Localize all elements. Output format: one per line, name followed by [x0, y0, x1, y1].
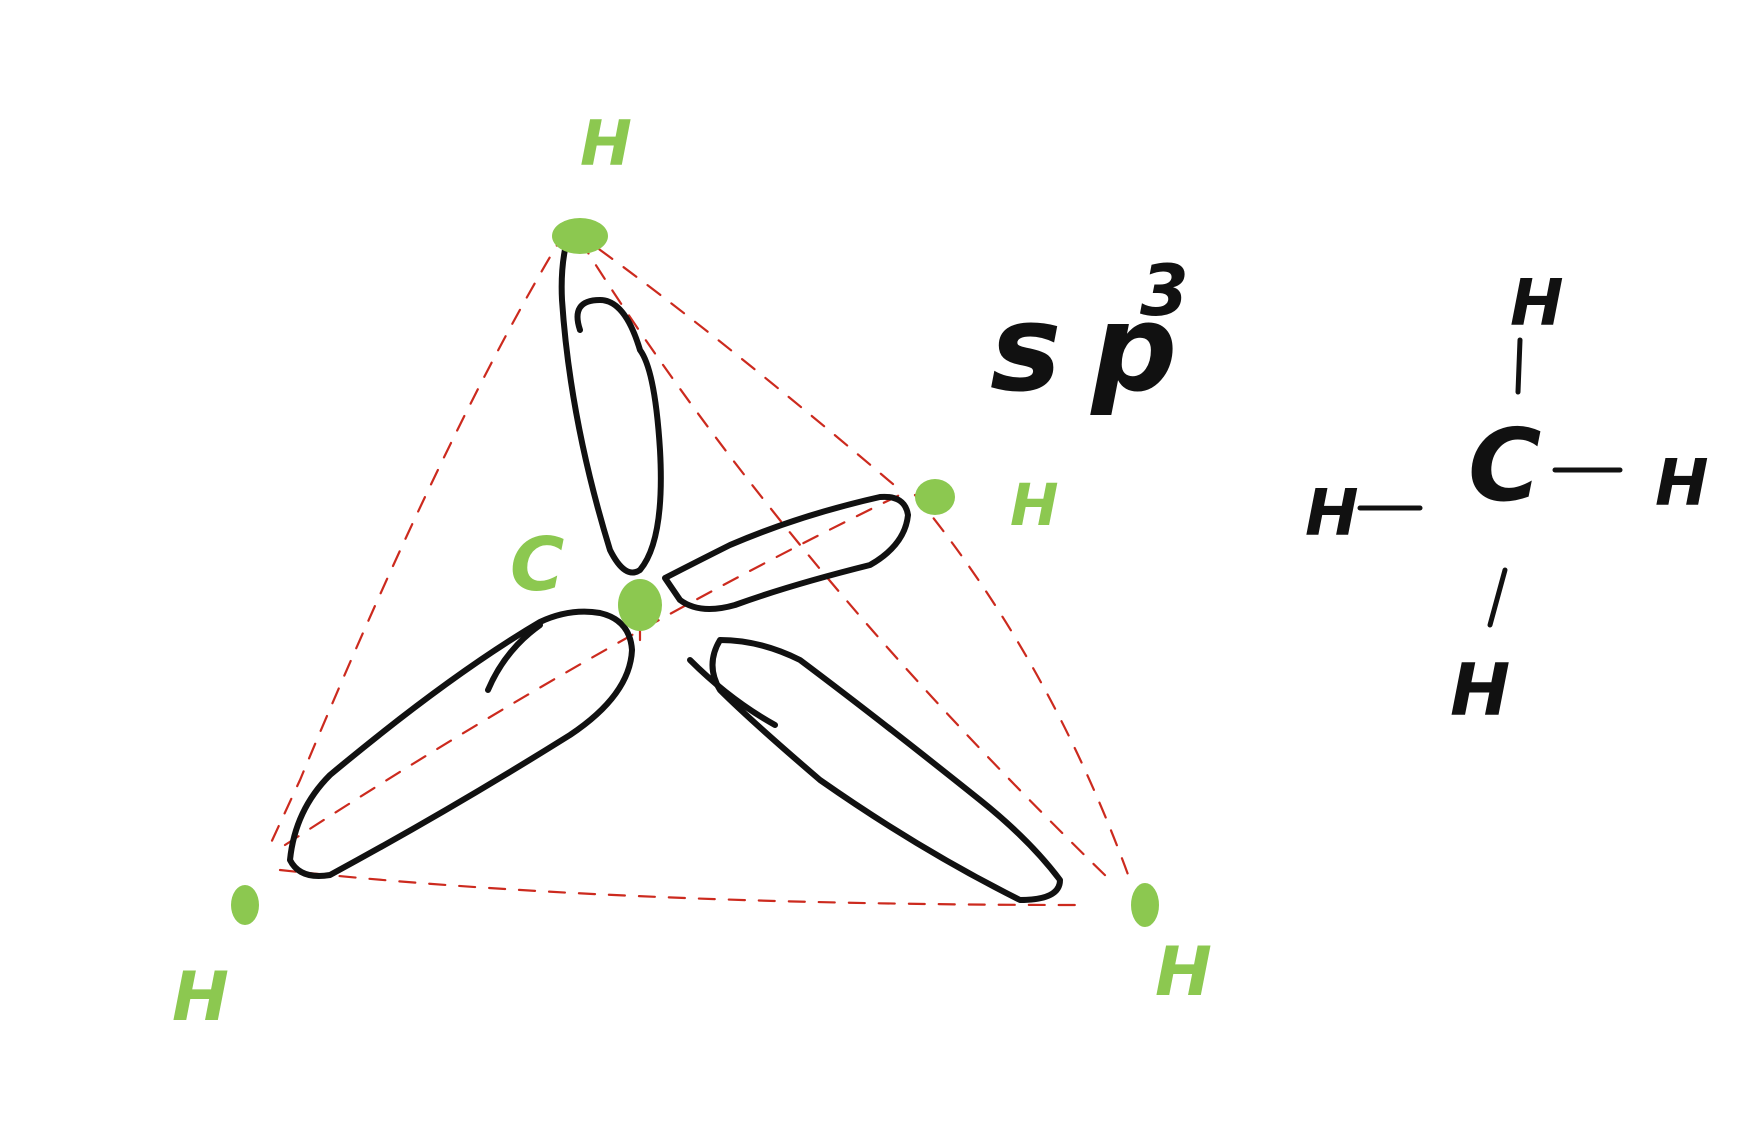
atom-marker-bottomright-h [1131, 883, 1159, 927]
edge-left-right [283, 488, 912, 847]
formula-h-bottom: H [1450, 648, 1510, 732]
orbital-lobe-top [558, 227, 664, 576]
hybridization-text: sp [990, 280, 1207, 419]
atom-marker-right-h [915, 479, 955, 515]
orbital-lobe-bottom-right-tail [687, 657, 778, 728]
atom-marker-top-h [552, 218, 608, 254]
tetrahedron-edges [268, 230, 1132, 907]
formula-h-top: H [1510, 267, 1564, 341]
formula-h-left: H [1305, 477, 1359, 551]
atom-markers [231, 218, 1159, 927]
orbital-lobe-bottom-left-tail [485, 622, 543, 693]
structural-formula: H C H H H [1305, 267, 1709, 732]
carbon-label: C [510, 522, 564, 608]
orbital-lobe-right [662, 493, 911, 612]
hydrogen-label-top: H [580, 107, 632, 180]
hydrogen-label-left: H [172, 958, 229, 1037]
formula-bond-bottom [1487, 567, 1508, 628]
hydrogen-label-bottomright: H [1155, 933, 1212, 1012]
formula-bond-top [1515, 337, 1523, 395]
orbital-lobe-bottom-right [709, 637, 1063, 903]
formula-c-center: C [1468, 407, 1541, 524]
atom-labels: H H H H C [172, 107, 1212, 1037]
hydrogen-label-right: H [1010, 471, 1059, 539]
orbital-lobes [287, 227, 1063, 903]
atom-marker-carbon [618, 579, 662, 631]
hybridization-label: sp 3 [990, 250, 1207, 419]
edge-top-bottomright [578, 238, 1112, 882]
edge-top-right [573, 230, 902, 492]
atom-marker-left-h [231, 885, 259, 925]
hybridization-superscript: 3 [1140, 250, 1189, 332]
edge-top-left [268, 230, 567, 847]
formula-h-right: H [1655, 447, 1709, 521]
edge-bottom [278, 868, 1087, 907]
orbital-lobe-bottom-left [287, 608, 635, 879]
edge-right-bottomright [913, 493, 1132, 882]
